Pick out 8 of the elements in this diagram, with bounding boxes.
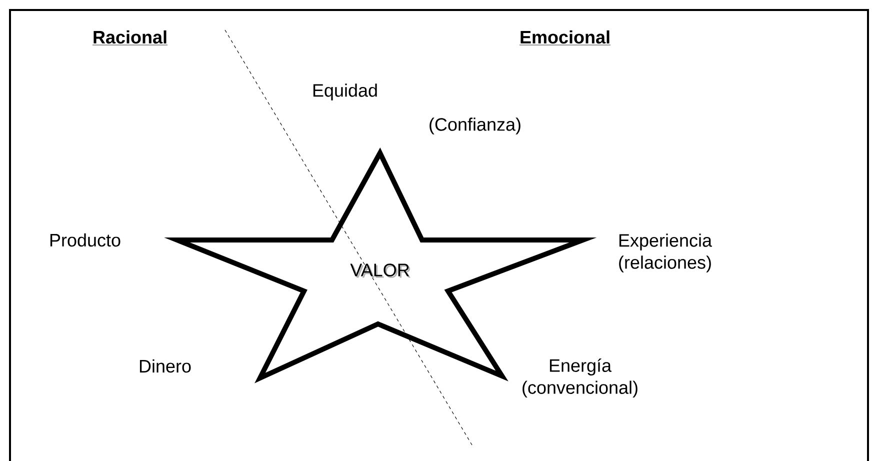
- value-label: Producto: [50, 233, 120, 247]
- value-label: Equidad: [313, 84, 377, 100]
- column-heading: Emocional: [519, 30, 611, 46]
- column-heading: Racional: [92, 30, 168, 46]
- value-label: (Confianza): [430, 118, 520, 134]
- value-label: Energía (convencional): [522, 358, 638, 398]
- value-label: Dinero: [140, 359, 191, 373]
- value-label: Experiencia (relaciones): [619, 234, 712, 272]
